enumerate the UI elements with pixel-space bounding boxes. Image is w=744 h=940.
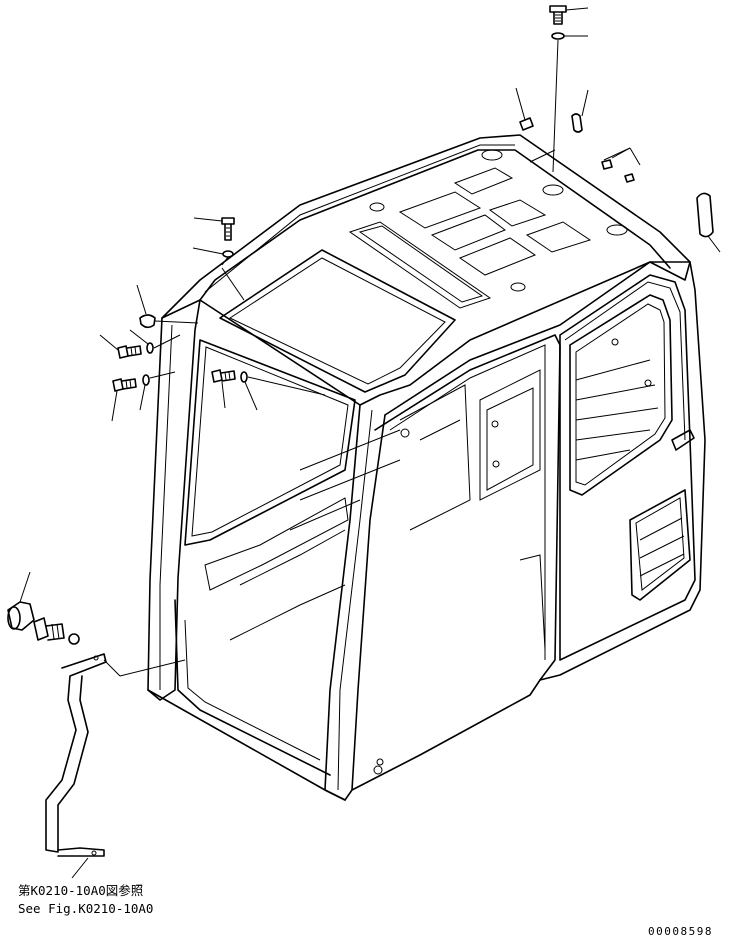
bolt-icon <box>117 345 142 359</box>
bolt-icon <box>112 378 137 392</box>
washer-icon <box>68 633 80 645</box>
reference-note-english: See Fig.K0210-10A0 <box>18 901 154 916</box>
spring-pin-icon <box>519 117 534 131</box>
washer-icon <box>240 371 248 383</box>
bushing-icon <box>7 601 35 631</box>
o-ring-icon <box>571 113 583 133</box>
nut-icon <box>601 159 635 183</box>
o-ring-icon <box>696 192 714 238</box>
washer-icon <box>142 374 150 386</box>
reference-note-japanese: 第K0210-10A0図参照 <box>18 883 144 898</box>
drawing-number: 00008598 <box>648 925 713 938</box>
washer-icon <box>146 342 154 354</box>
cab-frame-icon <box>147 134 706 801</box>
bolt-icon <box>33 617 65 641</box>
bolt-icon <box>549 5 567 25</box>
washer-icon <box>551 32 565 40</box>
washer-icon <box>222 250 234 258</box>
handrail-icon <box>45 653 107 857</box>
cap-icon <box>139 314 156 329</box>
bolt-icon <box>211 369 236 383</box>
bolt-icon <box>221 217 235 241</box>
